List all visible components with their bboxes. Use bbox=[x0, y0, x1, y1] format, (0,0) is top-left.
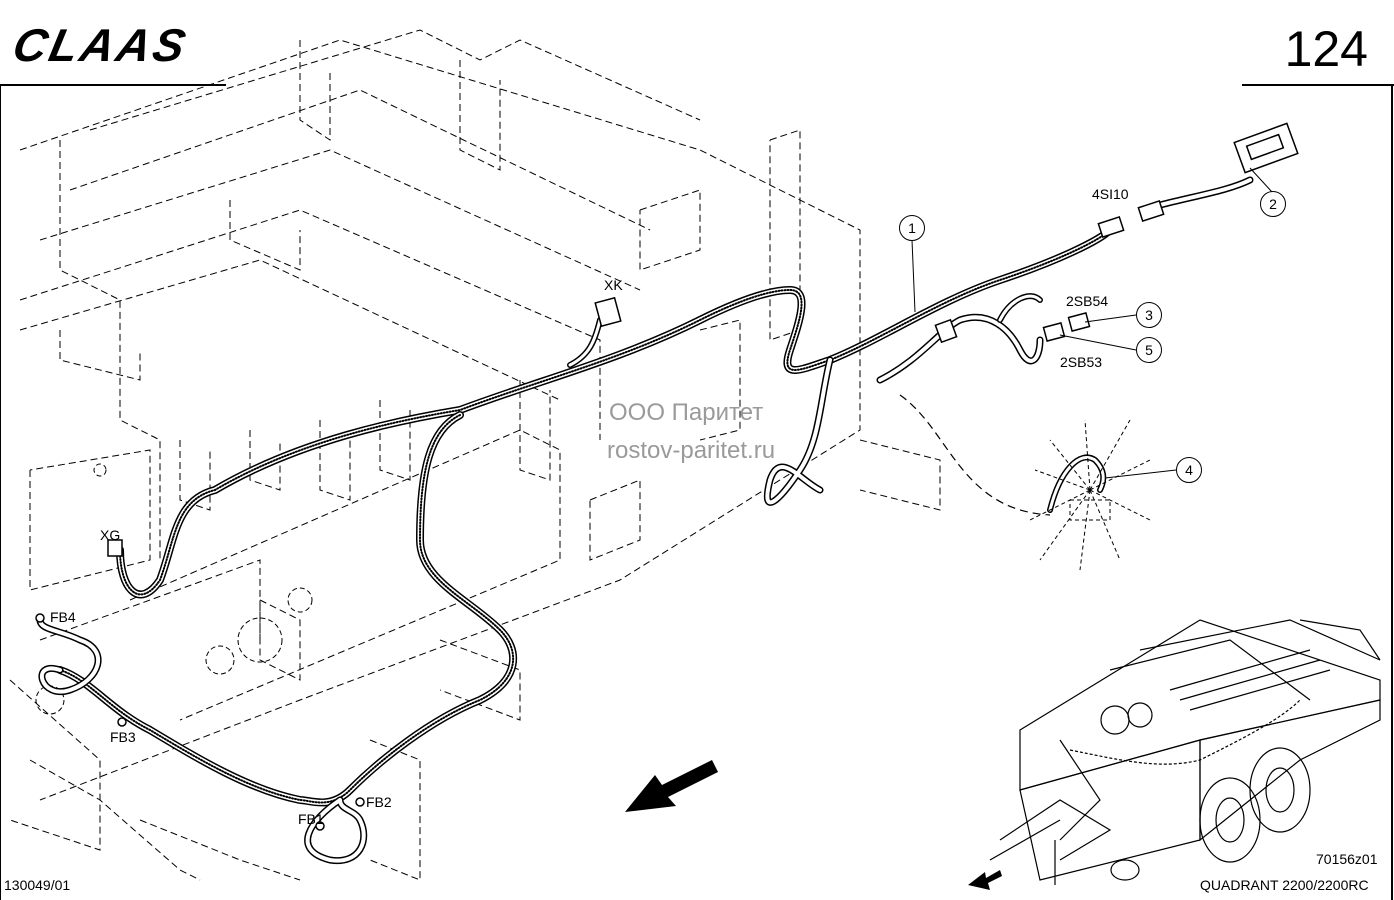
label-fb1: FB1 bbox=[298, 811, 324, 827]
page-number: 124 bbox=[1284, 21, 1368, 77]
watermark-company: ООО Паритет bbox=[609, 399, 764, 426]
drawing-number: 130049/01 bbox=[4, 877, 71, 893]
model-name: QUADRANT 2200/2200RC bbox=[1200, 877, 1369, 893]
logo-underline bbox=[0, 84, 226, 86]
watermark-site: rostov-paritet.ru bbox=[607, 437, 776, 464]
label-4si10: 4SI10 bbox=[1092, 186, 1129, 202]
baler-harness-highlight bbox=[1069, 699, 1301, 765]
page-number-underline bbox=[1242, 84, 1394, 86]
sensor-cable-dashed bbox=[899, 394, 1051, 516]
callout-2: 2 bbox=[1260, 191, 1286, 217]
label-xg: XG bbox=[100, 527, 121, 543]
figure-code: 70156z01 bbox=[1316, 851, 1378, 867]
label-xk: XK bbox=[604, 277, 623, 293]
callout-5: 5 bbox=[1136, 337, 1162, 363]
baler-thumbnail bbox=[989, 619, 1381, 885]
label-fb2: FB2 bbox=[366, 794, 392, 810]
callout-3: 3 bbox=[1136, 302, 1162, 328]
travel-direction-arrow bbox=[625, 760, 718, 812]
callout-leaders bbox=[911, 167, 1273, 479]
callout-4: 4 bbox=[1176, 457, 1202, 483]
label-2sb53: 2SB53 bbox=[1060, 354, 1103, 370]
connectors bbox=[35, 122, 1299, 831]
frame-holes bbox=[35, 463, 313, 715]
machine-frame-outline bbox=[9, 29, 941, 881]
main-harness-cable bbox=[36, 176, 1254, 865]
thumbnail-direction-arrow bbox=[968, 870, 1002, 890]
sensor-star-wheel bbox=[1029, 419, 1151, 571]
label-fb4: FB4 bbox=[50, 609, 76, 625]
label-2sb54: 2SB54 bbox=[1066, 293, 1109, 309]
label-fb3: FB3 bbox=[110, 729, 136, 745]
callout-1: 1 bbox=[899, 215, 925, 241]
